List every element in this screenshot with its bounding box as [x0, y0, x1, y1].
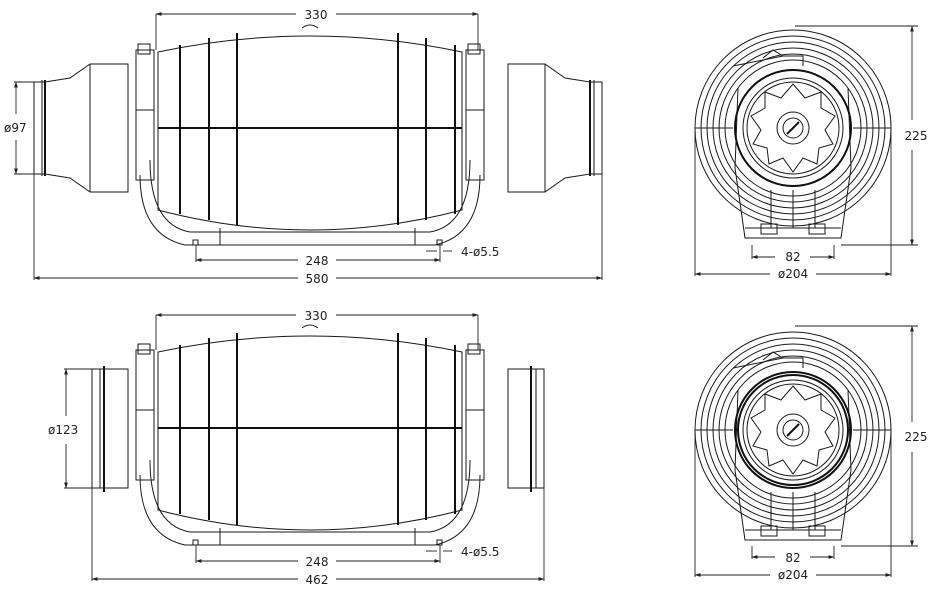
dim-mount-holes-top: 4-ø5.5 [461, 245, 499, 259]
dim-overall-length-top: 580 [306, 272, 329, 286]
dim-overall-length-bottom: 462 [306, 573, 329, 587]
dim-body-length-bottom: 330 [305, 309, 328, 323]
side-view-top [14, 12, 603, 280]
dim-height-top: 225 [905, 129, 928, 143]
dim-base-spacing-bottom: 82 [785, 551, 800, 565]
dim-mount-holes-bottom: 4-ø5.5 [461, 545, 499, 559]
front-view-top [694, 25, 918, 276]
dim-mount-spacing-top: 248 [306, 254, 329, 268]
dim-duct-diameter-top: ø97 [4, 121, 27, 135]
dim-diameter-bottom: ø204 [778, 568, 808, 582]
side-view-bottom [64, 313, 545, 581]
dim-duct-diameter-bottom: ø123 [48, 423, 78, 437]
dim-height-bottom: 225 [905, 430, 928, 444]
dim-diameter-top: ø204 [778, 267, 808, 281]
dim-body-length-top: 330 [305, 8, 328, 22]
dim-base-spacing-top: 82 [785, 250, 800, 264]
dim-mount-spacing-bottom: 248 [306, 555, 329, 569]
front-view-bottom [694, 325, 918, 577]
